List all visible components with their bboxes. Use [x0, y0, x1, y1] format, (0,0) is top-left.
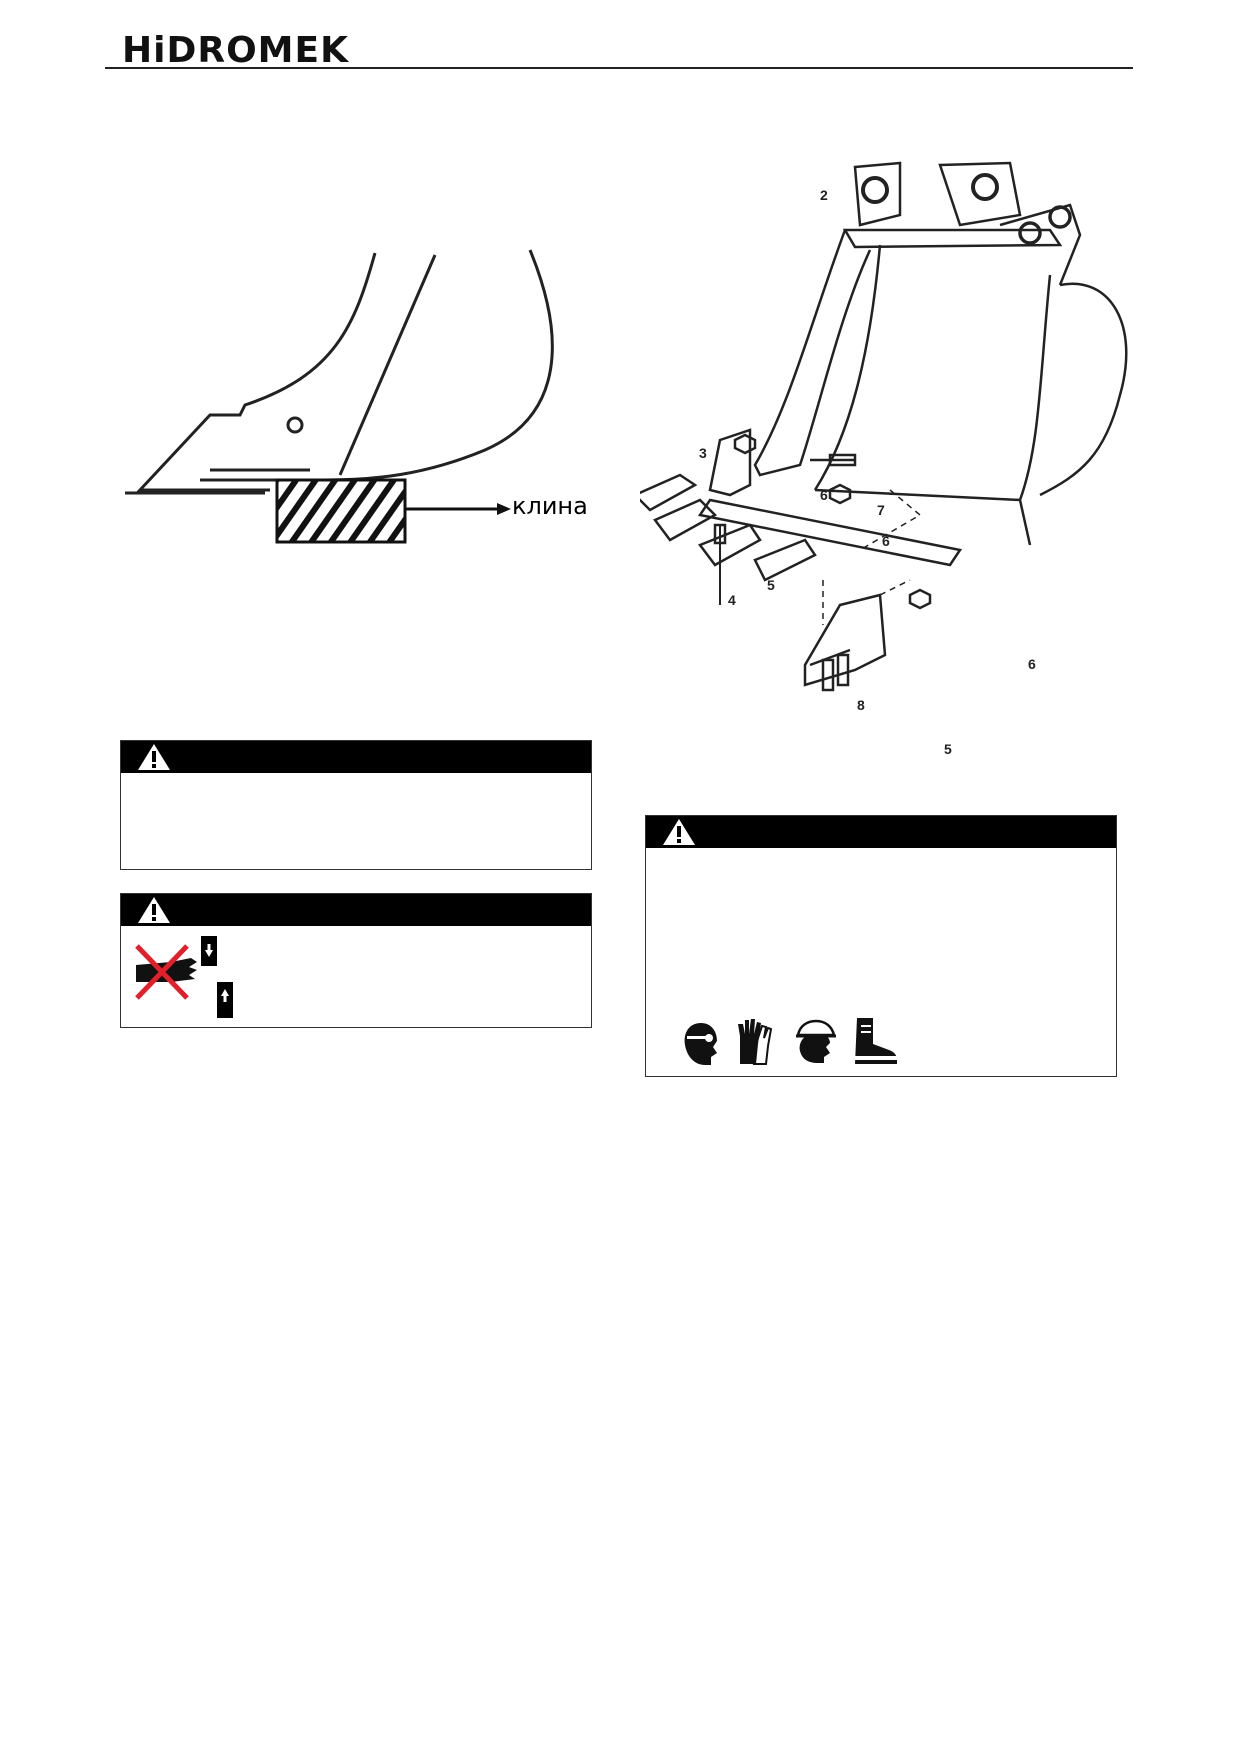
no-hands-crush-icon	[135, 944, 197, 1000]
warning-header-bar	[121, 741, 591, 773]
header-divider	[105, 67, 1133, 69]
warning-box-3	[645, 815, 1117, 1077]
callout-6b: 6	[882, 533, 890, 549]
callout-2: 2	[820, 187, 828, 203]
eye-protection-icon	[684, 1023, 717, 1065]
wedge-bucket-diagram	[125, 249, 554, 544]
hard-hat-icon	[796, 1019, 836, 1063]
warning-triangle-icon	[663, 819, 695, 845]
safety-boot-icon	[855, 1018, 897, 1064]
callout-8: 8	[857, 697, 865, 713]
callout-7: 7	[877, 502, 885, 518]
callout-5a: 5	[767, 577, 775, 593]
warning-triangle-icon	[138, 897, 170, 923]
gloves-icon	[738, 1019, 773, 1065]
wedge-label: клина	[512, 492, 588, 520]
bucket-exploded-diagram	[640, 161, 1128, 692]
warning-box-2	[120, 893, 592, 1028]
callout-4: 4	[728, 592, 736, 608]
warning-triangle-icon	[138, 744, 170, 770]
callout-3: 3	[699, 445, 707, 461]
brand-logo: HiDROMEK	[122, 30, 349, 71]
warning-header-bar	[121, 894, 591, 926]
callout-6a: 6	[820, 487, 828, 503]
warning-header-bar	[646, 816, 1116, 848]
warning-box-1	[120, 740, 592, 870]
arrow-down-icon	[201, 936, 217, 966]
callout-6c: 6	[1028, 656, 1036, 672]
arrow-up-icon	[217, 982, 233, 1018]
callout-5b: 5	[944, 741, 952, 757]
